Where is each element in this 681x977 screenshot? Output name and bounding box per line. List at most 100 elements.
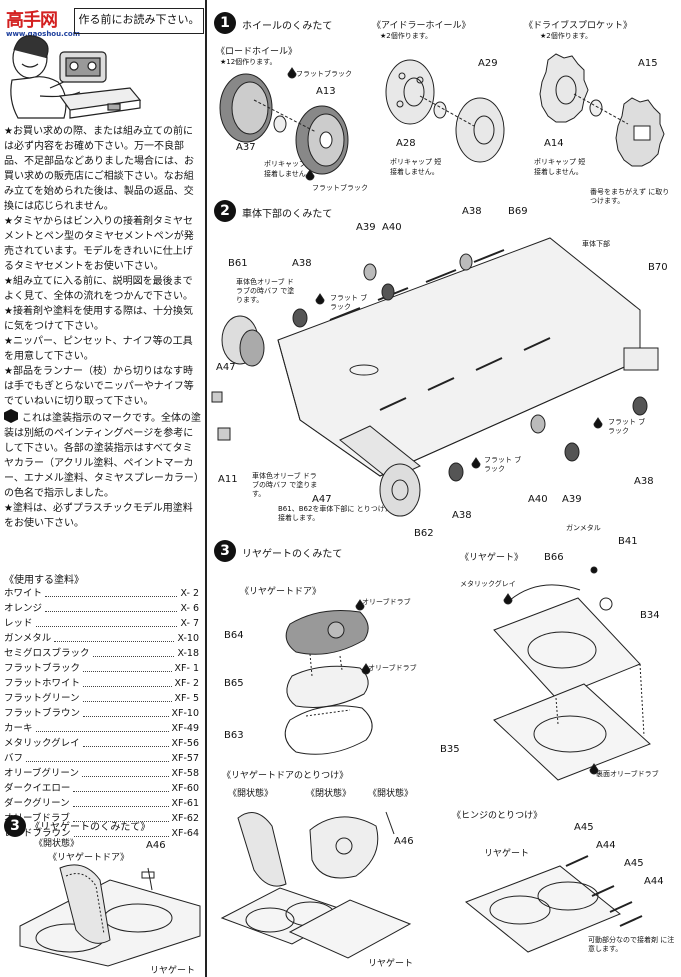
paint-code: XF-58	[171, 768, 200, 779]
hinge-note: 可動部分なので接着剤 に注意します。	[588, 936, 675, 953]
paint-mark-paragraph: これは塗装指示のマークです。全体の塗装は別紙のペインティングページを参考にして下…	[4, 409, 202, 501]
intro-paragraph: ★接着剤や塗料を使用する際は、十分換気に気をつけて下さい。	[4, 306, 193, 332]
part-b62: B62	[414, 528, 434, 539]
idler-glue: 接着しません。	[390, 168, 439, 176]
paint-leader	[83, 661, 172, 672]
door-attach-title: 《リヤゲートドアのとりつけ》	[222, 771, 349, 781]
paint-name: ホワイト	[4, 588, 43, 599]
part-b34: B34	[640, 610, 660, 621]
paint-name: オリーブグリーン	[4, 768, 79, 779]
paint-code: XF- 5	[174, 693, 199, 704]
b61-b62-note: B61、B62を車体下部に とりつけたあと接着します。	[278, 505, 406, 522]
paint-leader	[72, 796, 169, 807]
flat-black-note-2: フラット ブラック	[484, 456, 522, 473]
part-b41: B41	[618, 536, 638, 547]
olive-note-2: 車体色オリーブ ドラブの時バフ で塗ります。	[252, 472, 318, 498]
road-wheel-title: 《ロードホイール》	[216, 47, 298, 57]
paint-code: XF-56	[171, 738, 200, 749]
metallic-grey-note: メタリックグレイ	[460, 580, 516, 588]
paint-leader	[45, 586, 178, 597]
part-a47-bottom: A47	[312, 494, 332, 505]
paint-leader	[83, 676, 172, 687]
paint-mark-icon	[4, 409, 18, 423]
numbers-note: 番号をまちがえず に取りつけます。	[590, 188, 670, 205]
idler-note: ★2個作ります。	[380, 32, 433, 40]
sprocket-poly: ポリキャップ 短	[534, 158, 586, 166]
part-a47-left: A47	[216, 362, 236, 373]
paint-name: オレンジ	[4, 603, 43, 614]
paint-leader	[92, 646, 175, 657]
intro-paragraph: ★ニッパー、ピンセット、ナイフ等の工具を用意して下さい。	[4, 336, 193, 362]
road-glue: 接着しません。	[264, 170, 313, 178]
hull-label: 車体下部	[582, 240, 610, 248]
step3-door-gate-illustration	[284, 566, 651, 781]
intro-paragraph: ★塗料は、必ずプラスチックモデル用塗料をお使い下さい。	[4, 503, 193, 529]
part-a39-top: A39	[356, 222, 376, 233]
paints-title: 《使用する塗料》	[4, 575, 84, 586]
paint-code: X-18	[177, 648, 199, 659]
paint-name: フラットホワイト	[4, 678, 81, 689]
paint-code: XF-10	[171, 708, 200, 719]
part-a44-a: A44	[596, 840, 616, 851]
paint-row: フラットホワイト XF- 2	[4, 676, 199, 691]
modeler-illustration	[10, 35, 142, 119]
paint-code: X- 7	[180, 618, 199, 629]
olive-note-1: 車体色オリーブ ドラブの時バフ で塗ります。	[236, 278, 295, 304]
sprocket-glue: 接着しません。	[534, 168, 583, 176]
part-a13: A13	[316, 86, 336, 97]
paint-code: XF-61	[171, 798, 200, 809]
olive-drab-a: オリーブドラブ	[362, 598, 411, 606]
part-a46: A46	[394, 836, 414, 847]
paint-code: XF-60	[171, 783, 200, 794]
paint-code: XF-62	[171, 813, 200, 824]
part-b66: B66	[544, 552, 564, 563]
paint-name: カーキ	[4, 723, 33, 734]
left-part-a46: A46	[146, 840, 166, 851]
paint-leader	[45, 601, 178, 612]
door-attach-open-2: 《開状態》	[368, 789, 414, 799]
step2-number: 2	[214, 200, 236, 222]
part-b70: B70	[648, 262, 668, 273]
step3-number: 3	[214, 540, 236, 562]
part-a38-right: A38	[634, 476, 654, 487]
step2-hull-illustration	[211, 237, 659, 517]
road-paint-1: フラットブラック	[296, 70, 352, 78]
part-a40-bottom: A40	[528, 494, 548, 505]
door-attach-gate: リヤゲート	[368, 959, 414, 969]
hinge-title: 《ヒンジのとりつけ》	[452, 811, 543, 821]
rear-gate-title: 《リヤゲート》	[460, 553, 524, 563]
olive-drab-b: オリーブドラブ	[368, 664, 417, 672]
watermark-logo: 高手网 www.gaoshou.com	[6, 10, 81, 38]
part-a28: A28	[396, 138, 416, 149]
idler-poly: ポリキャップ 短	[390, 158, 442, 166]
paint-name: レッドブラウン	[4, 828, 71, 839]
paint-leader	[83, 706, 169, 717]
left-step-number: 3	[4, 815, 26, 837]
paint-row: カーキ XF-49	[4, 721, 199, 736]
left-gate-illustration	[19, 864, 201, 967]
paint-name: バフ	[4, 753, 24, 764]
paint-leader	[26, 751, 169, 762]
sprocket-title: 《ドライブスプロケット》	[524, 21, 633, 31]
intro-text: ★お買い求めの際、または組み立ての前には必ず内容をお確め下さい。万一不良部品、不…	[4, 124, 202, 531]
road-paint-2: フラットブラック	[312, 184, 368, 192]
idler-title: 《アイドラーホイール》	[372, 21, 471, 31]
paint-code: XF- 2	[174, 678, 199, 689]
step3-title: リヤゲートのくみたて	[242, 549, 343, 560]
paint-code: XF-64	[171, 828, 200, 839]
paint-code: XF-49	[171, 723, 200, 734]
part-a11: A11	[218, 474, 238, 485]
part-a38-top: A38	[292, 258, 312, 269]
road-poly: ポリキャップ 短	[264, 160, 316, 168]
paint-leader	[35, 721, 169, 732]
